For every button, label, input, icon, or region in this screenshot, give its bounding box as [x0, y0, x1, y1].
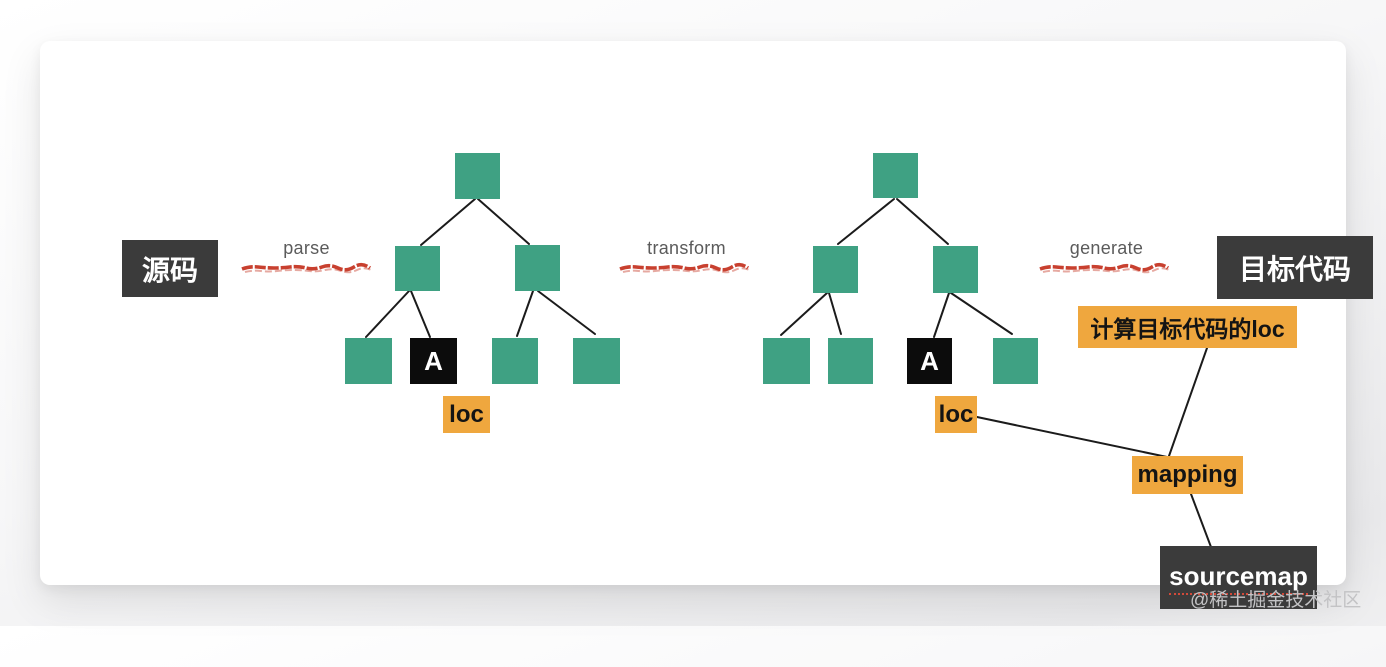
ast-node-branch-left — [395, 246, 440, 291]
transform-step-label: transform — [647, 238, 726, 258]
ast-node-root — [873, 153, 918, 198]
ast-node-branch-left — [813, 246, 858, 293]
watermark: @稀土掘金技术社区 — [1190, 590, 1362, 611]
generate-step-label: generate — [1069, 238, 1144, 258]
ast-node-leaf — [573, 338, 620, 384]
ast-node-branch-right — [933, 246, 978, 293]
ast-node-a-label: A — [920, 345, 939, 376]
source-code-box: 源码 — [122, 240, 218, 297]
ast-node-leaf — [492, 338, 538, 384]
sourcemap-box: sourcemap — [1160, 546, 1317, 609]
diagram-card: 源码 parse transform generate 目标代码 A loc — [40, 41, 1373, 609]
target-code-box: 目标代码 — [1217, 236, 1373, 299]
loc-badge-transformed: loc — [935, 396, 977, 433]
source-code-label: 源码 — [141, 254, 198, 286]
parse-step-label: parse — [283, 238, 330, 258]
ast-node-leaf — [828, 338, 873, 384]
ast-node-a: A — [410, 338, 457, 384]
ast-node-leaf — [763, 338, 810, 384]
ast-node-a-label: A — [424, 345, 443, 376]
sourcemap-label: sourcemap — [1169, 561, 1308, 595]
ast-node-leaf — [345, 338, 392, 384]
ast-node-a: A — [907, 338, 952, 384]
ast-node-branch-right — [515, 245, 560, 291]
mapping-badge: mapping — [1132, 456, 1243, 494]
ast-node-leaf — [993, 338, 1038, 384]
page-background: 源码 parse transform generate 目标代码 A loc — [40, 41, 1373, 611]
calc-target-loc-badge: 计算目标代码的loc — [1078, 306, 1297, 348]
target-code-label: 目标代码 — [1238, 253, 1351, 285]
ast-node-root — [455, 153, 500, 199]
loc-badge-source: loc — [443, 396, 490, 433]
